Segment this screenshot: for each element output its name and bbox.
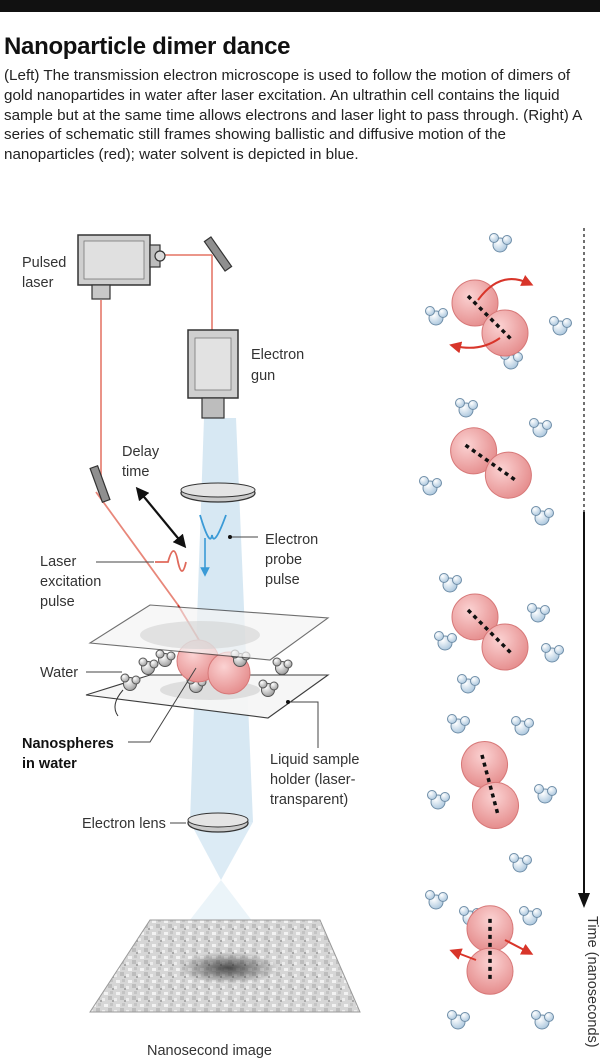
label-water: Water [40, 665, 78, 681]
figure-caption: (Left) The transmission electron microsc… [4, 67, 582, 164]
figure-title: Nanoparticle dimer dance [4, 33, 291, 60]
frame-1 [425, 233, 572, 370]
label-electron-gun-2: gun [251, 368, 275, 384]
label-laser-pulse-2: excitation [40, 574, 101, 590]
label-laser-pulse-3: pulse [40, 594, 75, 610]
label-holder-3: transparent) [270, 792, 348, 808]
rotation-arrow [477, 275, 534, 301]
laser-mirror-left [89, 464, 111, 504]
label-nanospheres-1: Nanospheres [22, 736, 114, 752]
electron-gun [187, 329, 239, 419]
label-pulsed-laser-2: laser [22, 275, 54, 291]
pulsed-laser [77, 234, 166, 300]
electron-probe-pulse [199, 514, 227, 577]
label-delay-time-2: time [122, 464, 149, 480]
rotation-arrow [504, 939, 534, 955]
label-pulsed-laser-1: Pulsed [22, 255, 66, 271]
label-nanosecond-image: Nanosecond image [147, 1043, 272, 1059]
label-laser-pulse-1: Laser [40, 554, 76, 570]
sample-holder [85, 604, 330, 719]
label-holder-1: Liquid sample [270, 752, 359, 768]
detector-screen [89, 919, 361, 1013]
label-holder-2: holder (laser- [270, 772, 356, 788]
nanospheres-leader [128, 667, 197, 743]
delay-time-arrow [135, 486, 187, 549]
condenser-lens [180, 482, 256, 503]
laser-excitation-pulse [155, 550, 187, 572]
frame-4 [427, 714, 557, 839]
laser-mirror-top [203, 236, 233, 272]
time-axis-arrowhead [578, 893, 590, 908]
rotation-arrow [449, 337, 501, 354]
time-axis-label: Time (nanoseconds) [584, 916, 600, 1048]
sample-holder-leader [288, 701, 319, 748]
label-probe-2: probe [265, 552, 302, 568]
label-electron-lens: Electron lens [82, 816, 166, 832]
label-nanospheres-2: in water [22, 756, 77, 772]
rotation-arrow [449, 948, 477, 961]
label-probe-3: pulse [265, 572, 300, 588]
label-delay-time-1: Delay [122, 444, 160, 460]
frame-5 [425, 853, 554, 1030]
frame-3 [434, 573, 564, 694]
frame-2 [419, 398, 554, 526]
label-probe-1: Electron [265, 532, 318, 548]
label-electron-gun-1: Electron [251, 347, 304, 363]
top-rule [0, 0, 600, 12]
electron-lens [187, 812, 249, 833]
